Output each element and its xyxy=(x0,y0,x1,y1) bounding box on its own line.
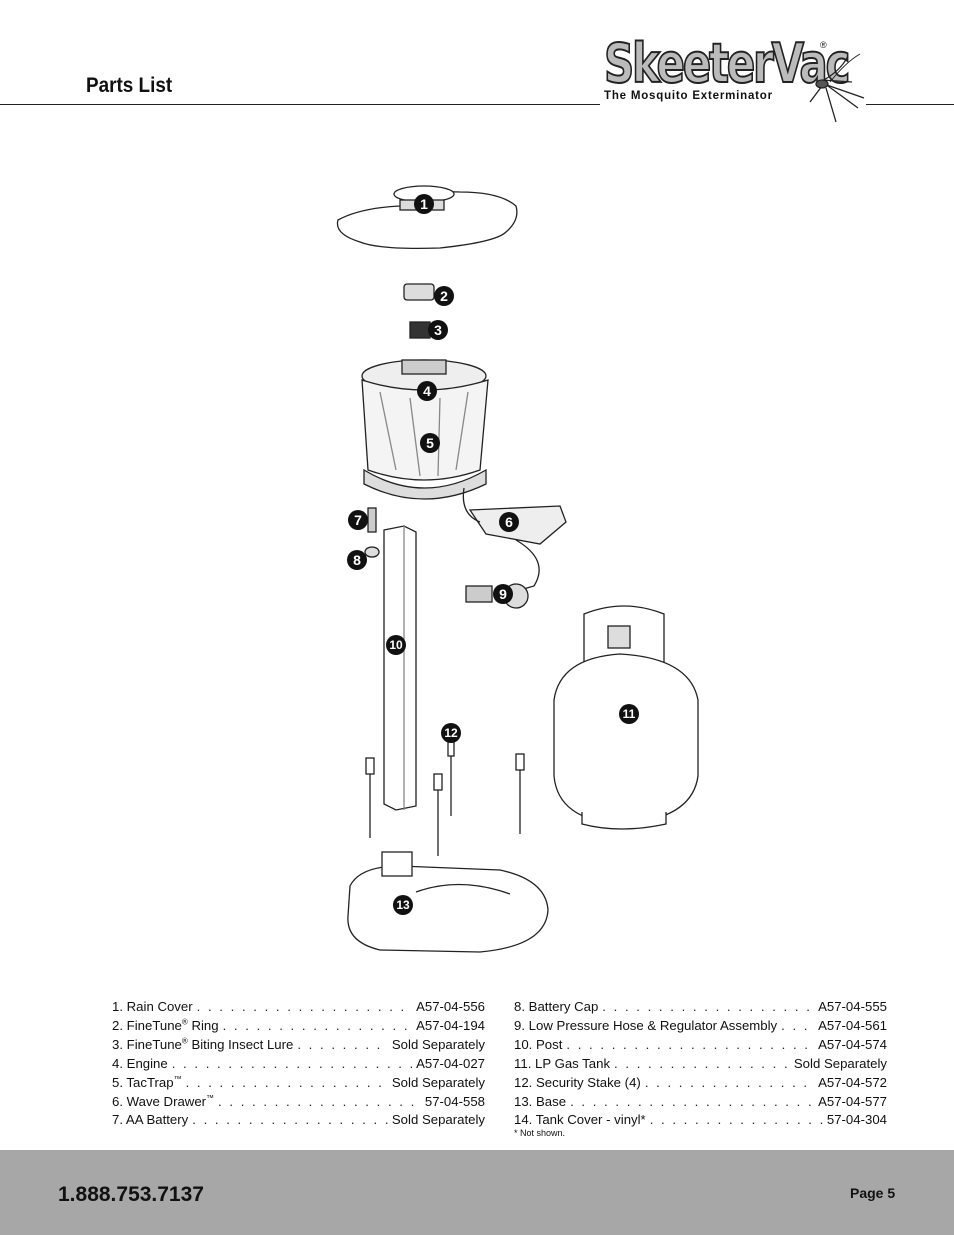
callout-9: 9 xyxy=(493,584,513,604)
part-code: A57-04-555 xyxy=(818,999,887,1014)
callout-8: 8 xyxy=(347,550,367,570)
parts-row: 7. AA Battery Sold Separately xyxy=(112,1111,485,1130)
parts-row: 5. TacTrap™ Sold Separately xyxy=(112,1074,485,1093)
callout-6: 6 xyxy=(499,512,519,532)
parts-row: 3. FineTune® Biting Insect Lure Sold Sepa… xyxy=(112,1036,485,1055)
callout-11: 11 xyxy=(619,704,639,724)
part-name: 8. Battery Cap xyxy=(514,999,599,1014)
part-name: 13. Base xyxy=(514,1093,567,1109)
part-code: Sold Separately xyxy=(391,1112,485,1128)
callout-7: 7 xyxy=(348,510,368,530)
part-name: 11. LP Gas Tank xyxy=(514,1055,611,1071)
parts-row: 4. Engine A57-04-027 xyxy=(112,1055,485,1074)
battery-shape xyxy=(367,507,377,533)
callout-1: 1 xyxy=(414,194,434,214)
parts-list-right: 8. Battery Cap A57-04-555 9. Low Pressure… xyxy=(514,998,887,1130)
callout-4: 4 xyxy=(417,381,437,401)
callout-10: 10 xyxy=(386,635,406,655)
parts-illustration xyxy=(336,185,699,953)
parts-row: 11. LP Gas Tank Sold Separately xyxy=(514,1055,887,1074)
hose-shape xyxy=(515,539,540,591)
callout-12: 12 xyxy=(441,723,461,743)
parts-row: 2. FineTune® Ring A57-04-194 xyxy=(112,1017,485,1036)
battery-cap-shape xyxy=(364,546,380,558)
lure-shape xyxy=(409,321,431,339)
part-name: 12. Security Stake (4) xyxy=(514,1074,641,1090)
part-code: Sold Separately xyxy=(793,1055,887,1071)
part-name: 3. FineTune® Biting Insect Lure xyxy=(112,1036,294,1052)
part-code: A57-04-572 xyxy=(818,1074,887,1090)
part-code: A57-04-556 xyxy=(416,999,485,1014)
exploded-parts-diagram: 1 2 3 4 5 6 7 8 9 10 11 12 13 xyxy=(320,170,740,970)
parts-row: 13. Base A57-04-577 xyxy=(514,1093,887,1112)
logo-tagline: The Mosquito Exterminator xyxy=(604,90,773,102)
part-name: 1. Rain Cover xyxy=(112,999,193,1014)
part-code: A57-04-194 xyxy=(416,1017,485,1033)
part-code: Sold Separately xyxy=(391,1036,485,1052)
header-rule-right xyxy=(866,104,954,105)
part-name: 7. AA Battery xyxy=(112,1112,189,1128)
part-name: 4. Engine xyxy=(112,1055,168,1071)
parts-row: 8. Battery Cap A57-04-555 xyxy=(514,998,887,1017)
parts-row: 9. Low Pressure Hose & Regulator Assembl… xyxy=(514,1017,887,1036)
callout-13: 13 xyxy=(393,895,413,915)
page-footer xyxy=(0,1150,954,1235)
header-rule xyxy=(0,104,600,105)
part-name: 14. Tank Cover - vinyl* xyxy=(514,1112,646,1128)
callout-2: 2 xyxy=(434,286,454,306)
lp-tank-shape xyxy=(553,605,699,830)
part-name: 2. FineTune® Ring xyxy=(112,1017,219,1033)
part-code: A57-04-577 xyxy=(818,1093,887,1109)
brand-logo: SkeeterVac ® The Mosquito Exterminator xyxy=(603,32,866,124)
part-name: 10. Post xyxy=(514,1036,563,1052)
part-name: 9. Low Pressure Hose & Regulator Assembl… xyxy=(514,1017,778,1033)
part-code: 57-04-558 xyxy=(424,1093,485,1109)
part-code: 57-04-304 xyxy=(826,1112,887,1128)
page-number: Page 5 xyxy=(850,1185,896,1201)
phone-number: 1.888.753.7137 xyxy=(58,1183,204,1206)
page-title: Parts List xyxy=(86,74,173,97)
finetune-ring-shape xyxy=(403,283,435,301)
parts-row: 10. Post A57-04-574 xyxy=(514,1036,887,1055)
logo-wordmark: SkeeterVac xyxy=(603,32,851,95)
parts-row: 6. Wave Drawer™ 57-04-558 xyxy=(112,1093,485,1112)
post-shape xyxy=(383,525,417,811)
parts-list-left: 1. Rain Cover A57-04-556 2. FineTune® Rin… xyxy=(112,998,485,1130)
base-shape xyxy=(347,851,549,953)
stakes-shape xyxy=(365,739,525,856)
mosquito-icon xyxy=(809,53,865,123)
parts-row: 12. Security Stake (4) A57-04-572 xyxy=(514,1074,887,1093)
part-code: A57-04-561 xyxy=(818,1017,887,1033)
parts-row: 1. Rain Cover A57-04-556 xyxy=(112,998,485,1017)
callout-3: 3 xyxy=(428,320,448,340)
part-name: 5. TacTrap™ xyxy=(112,1074,182,1090)
footnote: * Not shown. xyxy=(514,1128,566,1138)
logo-registered-mark: ® xyxy=(820,40,827,50)
part-code: Sold Separately xyxy=(391,1074,485,1090)
part-code: A57-04-574 xyxy=(818,1036,887,1052)
part-code: A57-04-027 xyxy=(416,1055,485,1071)
callout-5: 5 xyxy=(420,433,440,453)
part-name: 6. Wave Drawer™ xyxy=(112,1093,215,1109)
parts-row: 14. Tank Cover - vinyl* 57-04-304 xyxy=(514,1111,887,1130)
